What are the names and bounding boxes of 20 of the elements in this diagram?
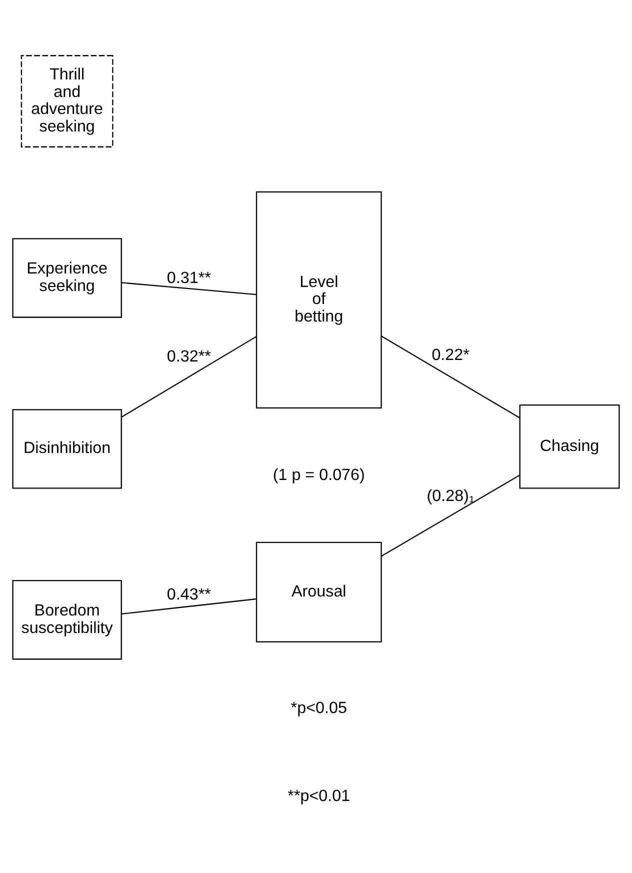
- node-box: Experience seeking: [12, 238, 122, 318]
- edge-label: 0.43**: [166, 585, 211, 604]
- node-box: Boredom susceptibility: [12, 580, 122, 660]
- edge-label: 0.22*: [432, 346, 470, 364]
- label: *p<0.05: [290, 699, 347, 718]
- edge-label: 0.31**: [166, 268, 211, 287]
- edge-label: 0.32**: [166, 347, 211, 366]
- connector: [121, 282, 256, 296]
- edge-label: (0.28)₁: [426, 487, 474, 506]
- connector: [381, 474, 520, 557]
- label: (1 p = 0.076): [272, 466, 365, 484]
- connector: [121, 336, 257, 418]
- label: **p<0.01: [288, 786, 350, 805]
- node-box: Arousal: [256, 542, 382, 642]
- connector: [121, 598, 256, 615]
- node-box: Level of betting: [256, 191, 382, 408]
- node-box: Thrill and adventure seeking: [20, 55, 114, 148]
- connector: [381, 336, 520, 418]
- node-box: Chasing: [519, 404, 620, 489]
- node-box: Disinhibition: [12, 409, 122, 489]
